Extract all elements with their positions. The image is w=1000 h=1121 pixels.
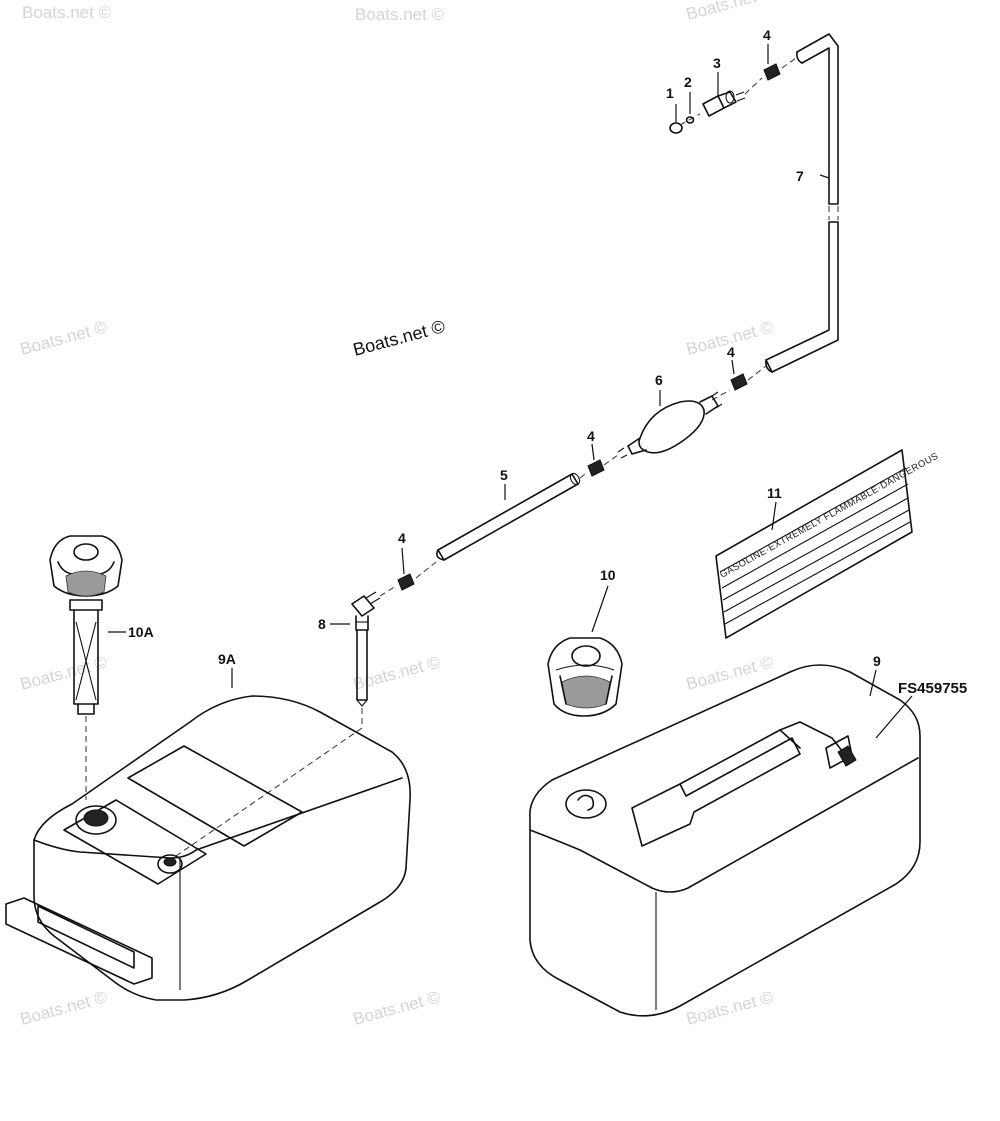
callout-1: 1 (666, 85, 674, 101)
watermark: Boats.net © (355, 5, 445, 24)
watermark-main: Boats.net © (351, 316, 447, 360)
part-10-filler-cap (547, 637, 623, 717)
part-7-fuel-hose (765, 33, 839, 373)
part-6-primer-bulb (617, 391, 723, 459)
part-2-seal (685, 116, 695, 124)
assembly-line (175, 708, 363, 857)
callout-2: 2 (684, 74, 692, 90)
callout-7: 7 (796, 168, 804, 184)
watermark: Boats.net © (22, 3, 112, 22)
watermark: Boats.net © (351, 652, 442, 694)
part-4-hose-clamp-bulb (587, 459, 605, 477)
callout-10a: 10A (128, 624, 154, 640)
part-4-hose-clamp-low (397, 573, 415, 591)
assembly-line (379, 585, 397, 597)
assembly-line (711, 389, 731, 401)
watermark: Boats.net © (684, 987, 775, 1029)
watermark: Boats.net © (18, 652, 109, 694)
part-4-hose-clamp-top (763, 63, 781, 81)
part-5-fuel-hose (436, 472, 581, 561)
callout-10: 10 (600, 567, 616, 583)
callout-4: 4 (727, 344, 735, 360)
part-3-connector (702, 90, 746, 117)
callout-5: 5 (500, 467, 508, 483)
callout-4: 4 (587, 428, 595, 444)
part-1-o-ring (669, 122, 683, 134)
assembly-line (579, 471, 589, 479)
watermark-layer: Boats.net © Boats.net © Boats.net © Boat… (18, 0, 775, 1029)
assembly-line (603, 454, 619, 466)
part-4-hose-clamp-mid (730, 373, 748, 391)
watermark: Boats.net © (18, 987, 109, 1029)
callout-8: 8 (318, 616, 326, 632)
watermark: Boats.net © (684, 652, 775, 694)
callout-4: 4 (763, 27, 771, 43)
decal-warning-text: GASOLINE·EXTREMELY FLAMMABLE·DANGEROUS (718, 451, 940, 581)
callout-4: 4 (398, 530, 406, 546)
watermark: Boats.net © (351, 987, 442, 1029)
figure-id: FS459755 (898, 680, 967, 697)
part-10a-filler-cap-gauge (49, 535, 123, 715)
watermark: Boats.net © (18, 317, 109, 359)
watermark: Boats.net © (684, 0, 775, 24)
callout-11: 11 (767, 485, 782, 501)
assembly-line (679, 57, 797, 126)
part-11-warning-decal: GASOLINE·EXTREMELY FLAMMABLE·DANGEROUS (715, 449, 941, 639)
part-8-fuel-pickup (351, 591, 381, 707)
callout-labels: 1 2 3 4 7 6 4 4 5 4 8 10A 9A 10 11 9 FS4… (128, 27, 967, 697)
callout-3: 3 (713, 55, 721, 71)
part-9a-fuel-tank-small (5, 695, 411, 1001)
callout-6: 6 (655, 372, 663, 388)
assembly-line (415, 561, 437, 579)
callout-9: 9 (873, 653, 881, 669)
callout-leaders (108, 44, 913, 739)
assembly-line (747, 365, 767, 381)
part-9-fuel-tank-large (529, 664, 921, 1017)
callout-9a: 9A (218, 651, 236, 667)
